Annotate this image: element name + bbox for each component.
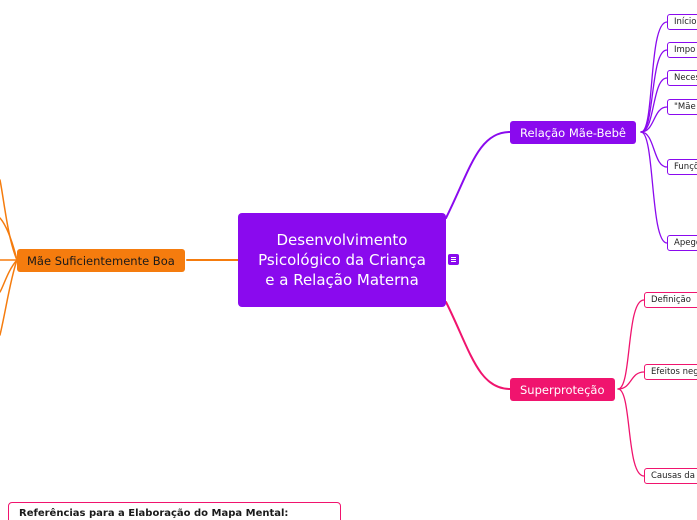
- link-relacao-5: [640, 131, 668, 168]
- notes-icon[interactable]: [448, 254, 459, 265]
- central-topic[interactable]: Desenvolvimento Psicológico da Criança e…: [238, 213, 446, 307]
- subtopic-relacao-5[interactable]: Funçõ: [667, 159, 697, 175]
- subtopic-label: "Mãe: [674, 102, 696, 112]
- link-relacao-3: [640, 77, 668, 133]
- subtopic-label: Causas da: [651, 471, 695, 481]
- subtopic-relacao-2[interactable]: Impo: [667, 42, 697, 58]
- link-super-1: [617, 299, 645, 390]
- link-maeboa-offscreen-3: [0, 259, 18, 336]
- link-relacao-6: [640, 131, 668, 244]
- subtopic-label: Início: [674, 17, 697, 27]
- link-maeboa-offscreen-2: [0, 259, 18, 293]
- references-box[interactable]: Referências para a Elaboração do Mapa Me…: [8, 502, 341, 520]
- subtopic-label: Efeitos neg: [651, 367, 697, 377]
- subtopic-super-3[interactable]: Causas da: [644, 468, 697, 484]
- link-central-relacao: [445, 131, 511, 219]
- subtopic-label: Funçõ: [674, 162, 697, 172]
- topic-mae-suficientemente-boa[interactable]: Mãe Suficientemente Boa: [17, 249, 185, 272]
- topic-superprotecao-label: Superproteção: [520, 382, 605, 397]
- link-central-superprotecao: [445, 301, 511, 390]
- link-maeboa-offscreen-4: [0, 217, 18, 261]
- subtopic-label: Neces: [674, 73, 697, 83]
- link-relacao-2: [640, 49, 668, 133]
- subtopic-label: Definição: [651, 295, 691, 305]
- subtopic-relacao-3[interactable]: Neces: [667, 70, 697, 86]
- topic-relacao-mae-bebe[interactable]: Relação Mãe-Bebê: [510, 121, 636, 144]
- subtopic-relacao-4[interactable]: "Mãe: [667, 99, 697, 115]
- subtopic-super-2[interactable]: Efeitos neg: [644, 364, 697, 380]
- central-topic-label: Desenvolvimento Psicológico da Criança e…: [258, 231, 426, 289]
- link-relacao-4: [640, 106, 668, 133]
- topic-superprotecao[interactable]: Superproteção: [510, 378, 615, 401]
- link-super-3: [617, 388, 645, 477]
- subtopic-relacao-6[interactable]: Apego: [667, 235, 697, 251]
- references-label: Referências para a Elaboração do Mapa Me…: [19, 508, 289, 519]
- topic-mae-boa-label: Mãe Suficientemente Boa: [27, 253, 175, 268]
- link-relacao-1: [640, 21, 668, 133]
- link-super-2: [617, 371, 645, 390]
- subtopic-label: Impo: [674, 45, 696, 55]
- subtopic-relacao-1[interactable]: Início: [667, 14, 697, 30]
- subtopic-super-1[interactable]: Definição: [644, 292, 697, 308]
- topic-relacao-label: Relação Mãe-Bebê: [520, 125, 626, 140]
- link-maeboa-offscreen-1: [0, 179, 18, 261]
- subtopic-label: Apego: [674, 238, 697, 248]
